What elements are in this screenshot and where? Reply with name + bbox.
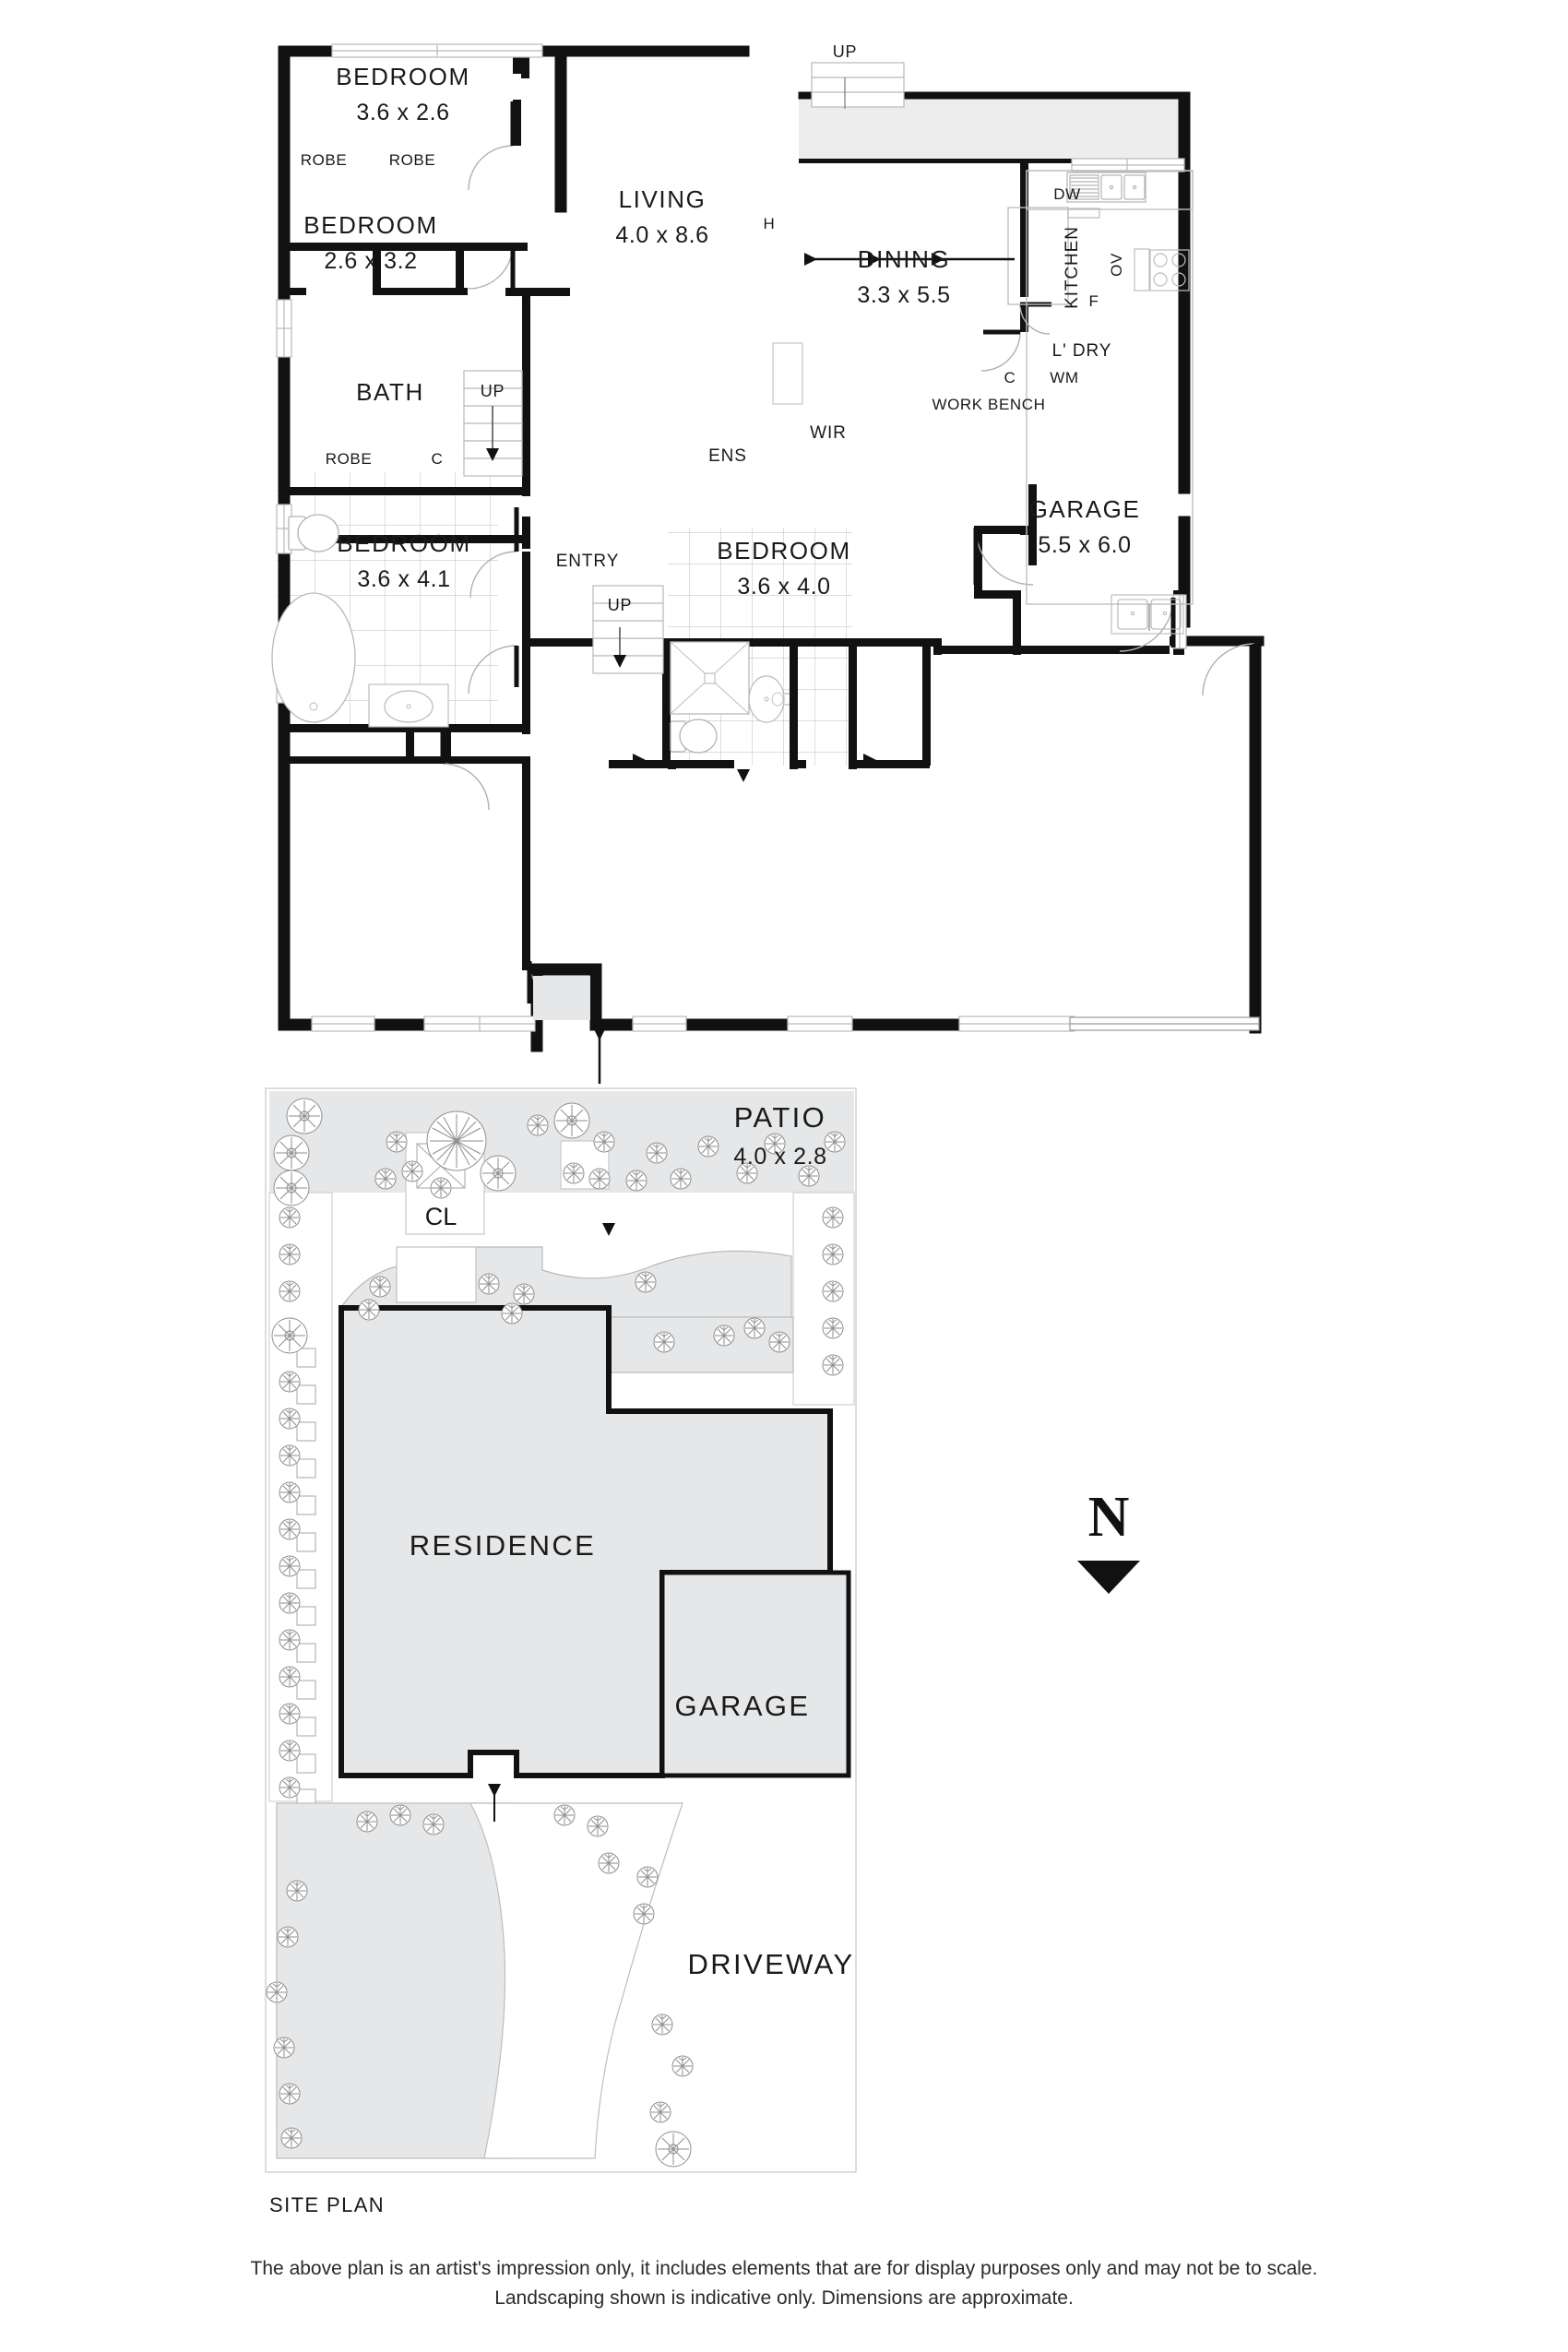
label-fridge: F: [1089, 292, 1099, 310]
label-dishwasher: DW: [1053, 185, 1081, 203]
disclaimer-line-2: Landscaping shown is indicative only. Di…: [494, 2287, 1074, 2309]
label-robe-3: ROBE: [326, 450, 373, 468]
room-label-bedroom-4: BEDROOM: [717, 537, 851, 564]
stair-marker-up-top: UP: [833, 42, 858, 61]
ensuite-fixtures: [670, 641, 790, 754]
compass-north: N: [1077, 1486, 1140, 1594]
label-oven: OV: [1108, 253, 1125, 277]
room-label-garage: GARAGE: [1029, 495, 1141, 523]
windows: [276, 43, 1187, 1032]
driveway-garden-strip: [469, 1802, 683, 2159]
label-heater: H: [764, 215, 776, 232]
room-dim-garage: 5.5 x 6.0: [1038, 532, 1131, 558]
basin-icon: [384, 690, 434, 723]
room-label-bedroom-3: BEDROOM: [337, 529, 471, 557]
door-swings: [442, 145, 1255, 1006]
kitchen-sink-icon: [1066, 172, 1146, 203]
cooktop-icon: [1149, 249, 1190, 291]
room-label-dining: DINING: [858, 245, 951, 273]
site-label-driveway: DRIVEWAY: [687, 1948, 854, 1980]
room-dim-bedroom-4: 3.6 x 4.0: [737, 574, 830, 600]
label-cupboard-1: C: [432, 450, 444, 468]
room-dim-bedroom-3: 3.6 x 4.1: [357, 566, 450, 592]
room-label-living: LIVING: [619, 185, 707, 213]
site-label-residence: RESIDENCE: [410, 1529, 596, 1562]
left-fence-posts: [296, 1348, 316, 1809]
label-cupboard-2: C: [1004, 369, 1016, 386]
disclaimer-line-1: The above plan is an artist's impression…: [251, 2258, 1318, 2279]
site-dim-patio: 4.0 x 2.8: [733, 1144, 826, 1170]
label-clothesline: CL: [425, 1203, 457, 1230]
site-plan-title: SITE PLAN: [269, 2193, 385, 2216]
kitchen-fixtures: [1007, 170, 1194, 605]
room-label-bath: BATH: [356, 378, 424, 406]
room-label-entry: ENTRY: [556, 552, 620, 571]
entry-porch: [533, 976, 590, 1020]
room-label-bedroom-2: BEDROOM: [303, 211, 438, 239]
room-label-ldry: L' DRY: [1052, 341, 1112, 361]
room-label-kitchen: KITCHEN: [1063, 226, 1082, 309]
label-robe-1: ROBE: [301, 151, 348, 169]
compass-arrow-icon: [1077, 1561, 1140, 1594]
stairs: [463, 62, 905, 674]
site-label-patio: PATIO: [734, 1101, 826, 1134]
stair-marker-up-middle: UP: [608, 596, 633, 614]
room-label-ens: ENS: [708, 446, 747, 466]
garage-footprint: [659, 1570, 851, 1778]
garage-door: [1069, 1016, 1260, 1031]
laundry-fixtures: [1111, 594, 1184, 635]
laundry-tiles: [668, 528, 852, 638]
room-dim-bedroom-2: 2.6 x 3.2: [324, 248, 417, 274]
ens-basin-icon: [748, 675, 785, 723]
room-dim-living: 4.0 x 8.6: [615, 222, 708, 248]
site-plan-drawing: CL: [265, 1087, 1140, 2216]
room-dim-dining: 3.3 x 5.5: [857, 282, 950, 308]
toilet-icon: [288, 514, 339, 552]
room-label-wir: WIR: [810, 423, 847, 443]
label-washing-machine: WM: [1050, 369, 1078, 386]
oven-icon: [1134, 248, 1150, 291]
bathtub-icon: [271, 592, 356, 723]
direction-arrows: [593, 253, 1015, 1084]
interior-walls: [279, 46, 1262, 970]
footer-disclaimer: The above plan is an artist's impression…: [251, 2258, 1318, 2309]
bathroom-fixtures: [271, 514, 449, 728]
label-robe-2: ROBE: [389, 151, 436, 169]
site-label-garage: GARAGE: [674, 1690, 810, 1722]
floor-plan-drawing: BEDROOM 3.6 x 2.6 BEDROOM 2.6 x 3.2 BEDR…: [271, 42, 1265, 1084]
room-label-bedroom-1: BEDROOM: [336, 63, 470, 90]
compass-letter: N: [1088, 1486, 1130, 1549]
side-paving: [608, 1316, 794, 1373]
stair-marker-up-left: UP: [481, 382, 505, 400]
heater-icon: [772, 342, 803, 405]
label-work-bench: WORK BENCH: [932, 396, 1045, 413]
dishwasher-icon: [1067, 208, 1100, 219]
room-dim-bedroom-1: 3.6 x 2.6: [356, 100, 449, 125]
